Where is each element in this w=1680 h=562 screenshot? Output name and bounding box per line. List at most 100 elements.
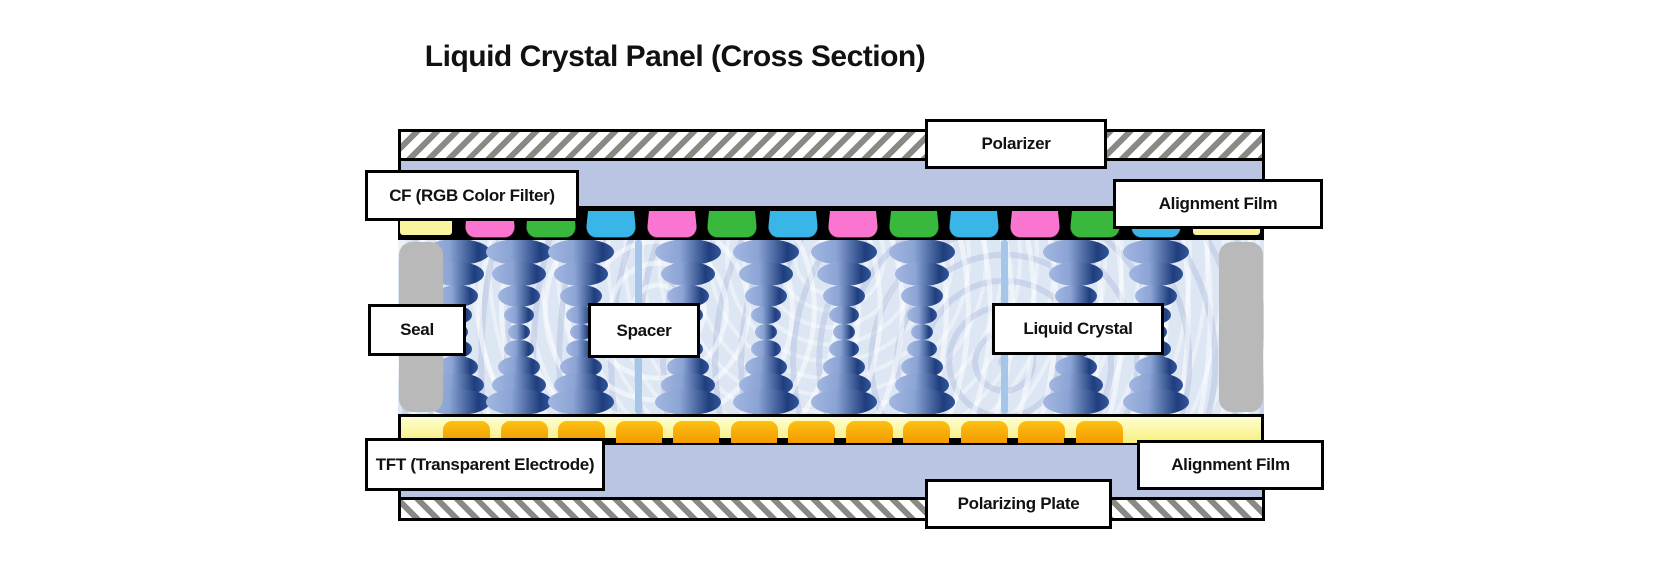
electrode-gap-tick (661, 438, 674, 443)
transparent-electrode (500, 421, 548, 443)
lc-molecule (1043, 389, 1109, 414)
electrode-gap-tick (834, 438, 847, 443)
lc-molecule (1123, 240, 1189, 265)
label-alignment-film-bottom: Alignment Film (1137, 440, 1324, 490)
lc-molecule (889, 389, 955, 414)
lc-molecule (554, 262, 608, 286)
lc-molecule (548, 240, 614, 265)
lc-molecule (907, 306, 937, 324)
lc-molecule (907, 340, 937, 358)
lc-molecule (811, 389, 877, 414)
lc-molecule (504, 306, 534, 324)
transparent-electrode (903, 421, 950, 443)
lc-molecule (667, 356, 709, 378)
electrode-gap-tick (1064, 438, 1077, 443)
electrode-gap-tick (604, 438, 617, 443)
lc-molecule (1043, 240, 1109, 265)
molecule-chain (486, 240, 552, 414)
transparent-electrode (1018, 421, 1065, 443)
cf-segment-green (706, 211, 758, 238)
lc-molecule (1129, 262, 1183, 286)
transparent-electrode (730, 421, 778, 443)
transparent-electrode (673, 421, 720, 443)
lc-molecule (498, 356, 540, 378)
lc-molecule (817, 262, 871, 286)
transparent-electrode (558, 421, 605, 443)
lc-molecule (755, 324, 777, 340)
polarizing-plate-layer (398, 497, 1265, 521)
lc-molecule (667, 285, 709, 307)
label-liquid-crystal: Liquid Crystal (992, 303, 1164, 355)
lc-molecule (504, 340, 534, 358)
lc-molecule (1049, 262, 1103, 286)
lc-molecule (1123, 389, 1189, 414)
transparent-electrode (1075, 421, 1123, 443)
lc-molecule (508, 324, 530, 340)
transparent-electrode (788, 421, 835, 443)
label-color-filter: CF (RGB Color Filter) (365, 170, 579, 221)
cf-segment-cyan (766, 211, 819, 238)
lc-molecule (486, 389, 552, 414)
lc-molecule (751, 340, 781, 358)
electrode-gap-tick (949, 438, 962, 443)
cf-segment-green (887, 211, 940, 238)
lc-molecule (833, 324, 855, 340)
lc-molecule (1135, 285, 1177, 307)
lc-molecule (901, 356, 943, 378)
molecule-chain (889, 240, 955, 414)
lc-molecule (829, 306, 859, 324)
lc-molecule (745, 285, 787, 307)
transparent-electrode (615, 421, 663, 443)
lc-molecule (739, 262, 793, 286)
label-tft-electrode: TFT (Transparent Electrode) (365, 438, 605, 491)
label-alignment-film-top: Alignment Film (1113, 179, 1323, 229)
cf-segment-cyan (948, 211, 1000, 238)
cf-segment-pink (1008, 211, 1061, 238)
label-polarizing-plate: Polarizing Plate (925, 479, 1112, 529)
transparent-electrode (960, 421, 1008, 443)
lc-molecule (1135, 356, 1177, 378)
lc-molecule (492, 262, 546, 286)
lc-molecule (751, 306, 781, 324)
cf-segment-cyan (585, 211, 637, 238)
lc-molecule (430, 262, 484, 286)
lc-molecule (811, 240, 877, 265)
lc-molecule (911, 324, 933, 340)
lc-molecule (548, 389, 614, 414)
molecule-chain (811, 240, 877, 414)
lc-molecule (829, 340, 859, 358)
label-polarizer: Polarizer (925, 119, 1107, 169)
lc-molecule (823, 356, 865, 378)
lc-molecule (1055, 356, 1097, 378)
diagram-title: Liquid Crystal Panel (Cross Section) (424, 40, 926, 73)
electrode-gap-tick (719, 438, 732, 443)
lc-molecule (560, 356, 602, 378)
electrode-gap-tick (1006, 438, 1019, 443)
label-spacer: Spacer (588, 303, 700, 358)
lc-molecule (1055, 285, 1097, 307)
lc-molecule (436, 285, 478, 307)
electrode-gap-tick (776, 438, 789, 443)
seal-right (1219, 242, 1263, 412)
lc-molecule (661, 262, 715, 286)
cf-segment-pink (645, 211, 698, 238)
lc-molecule (901, 285, 943, 307)
lc-molecule (733, 240, 799, 265)
lc-molecule (570, 324, 592, 340)
transparent-electrode (443, 421, 490, 443)
lc-molecule (560, 285, 602, 307)
label-seal: Seal (368, 304, 466, 356)
lc-molecule (498, 285, 540, 307)
lc-molecule (436, 356, 478, 378)
cf-segment-pink (827, 211, 879, 238)
electrode-gap-tick (891, 438, 904, 443)
lc-molecule (655, 389, 721, 414)
molecule-chain (733, 240, 799, 414)
lc-molecule (889, 240, 955, 265)
lc-molecule (486, 240, 552, 265)
lc-molecule (745, 356, 787, 378)
polarizer-layer (398, 129, 1265, 161)
transparent-electrode (845, 421, 893, 443)
lc-molecule (733, 389, 799, 414)
